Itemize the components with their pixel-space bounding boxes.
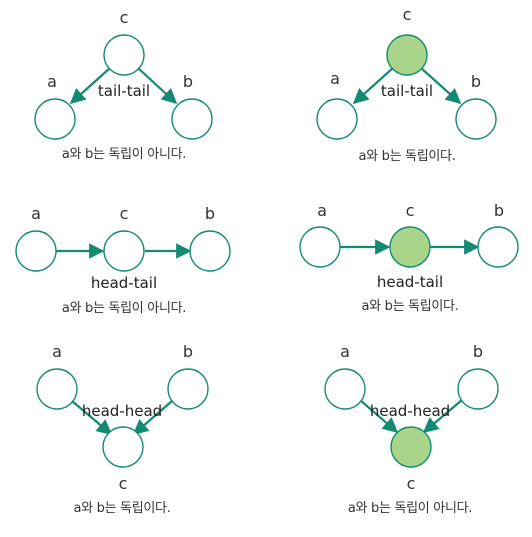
node-b — [477, 226, 519, 268]
panel-tail-tail-observed: c a b tail-tail a와 b는 독립이다. — [316, 5, 497, 164]
node-a — [36, 368, 78, 410]
node-label-b: b — [205, 204, 215, 223]
node-c-observed — [390, 426, 432, 468]
node-c-observed — [386, 34, 428, 76]
panel-tail-tail-unobserved: c a b tail-tail a와 b는 독립이 아니다. — [34, 8, 213, 162]
node-label-b: b — [494, 201, 504, 220]
edge-c-to-b — [137, 67, 178, 105]
caption: a와 b는 독립이 아니다. — [62, 301, 186, 316]
panel-head-tail-unobserved: a c b head-tail a와 b는 독립이 아니다. — [15, 204, 231, 316]
edge-a-to-c — [71, 400, 113, 435]
panel-head-head-observed: a b c head-head a와 b는 독립이 아니다. — [324, 342, 499, 516]
edge-b-to-c — [422, 399, 463, 433]
node-label-c: c — [403, 5, 412, 24]
edge-label: head-tail — [377, 273, 443, 291]
node-a — [316, 98, 358, 140]
node-label-c: c — [120, 204, 129, 223]
node-b — [189, 230, 231, 272]
node-label-a: a — [340, 342, 350, 361]
edge-c-to-a — [69, 67, 111, 105]
node-c — [103, 34, 145, 76]
node-a — [34, 98, 76, 140]
caption: a와 b는 독립이다. — [358, 149, 455, 164]
node-a — [299, 226, 341, 268]
node-label-c: c — [119, 474, 128, 493]
caption: a와 b는 독립이 아니다. — [62, 147, 186, 162]
node-label-a: a — [31, 204, 41, 223]
node-label-a: a — [330, 69, 340, 88]
edge-c-to-a — [352, 67, 394, 105]
node-a — [324, 368, 366, 410]
node-c — [102, 426, 144, 468]
node-label-b: b — [183, 72, 193, 91]
node-b — [457, 368, 499, 410]
node-c-observed — [389, 226, 431, 268]
edge-label: head-head — [370, 402, 450, 420]
node-label-b: b — [471, 72, 481, 91]
node-a — [15, 230, 57, 272]
node-label-a: a — [47, 72, 57, 91]
edge-c-to-b — [420, 67, 462, 105]
node-label-a: a — [317, 201, 327, 220]
node-b — [167, 368, 209, 410]
edge-label: head-head — [82, 402, 162, 420]
edge-a-to-c — [359, 399, 399, 434]
caption: a와 b는 독립이 아니다. — [348, 501, 472, 516]
node-label-b: b — [473, 342, 483, 361]
edge-label: tail-tail — [98, 82, 150, 100]
edge-label: tail-tail — [381, 82, 433, 100]
node-label-b: b — [183, 342, 193, 361]
panel-head-tail-observed: a c b head-tail a와 b는 독립이다. — [299, 201, 519, 314]
node-c — [103, 230, 145, 272]
node-label-a: a — [52, 342, 62, 361]
node-b — [171, 98, 213, 140]
edge-label: head-tail — [91, 274, 157, 292]
node-b — [455, 98, 497, 140]
node-label-c: c — [406, 201, 415, 220]
node-label-c: c — [120, 8, 129, 27]
caption: a와 b는 독립이다. — [361, 299, 458, 314]
node-label-c: c — [407, 474, 416, 493]
panel-head-head-unobserved: a b c head-head a와 b는 독립이다. — [36, 342, 209, 516]
caption: a와 b는 독립이다. — [73, 501, 170, 516]
edge-b-to-c — [132, 400, 173, 436]
